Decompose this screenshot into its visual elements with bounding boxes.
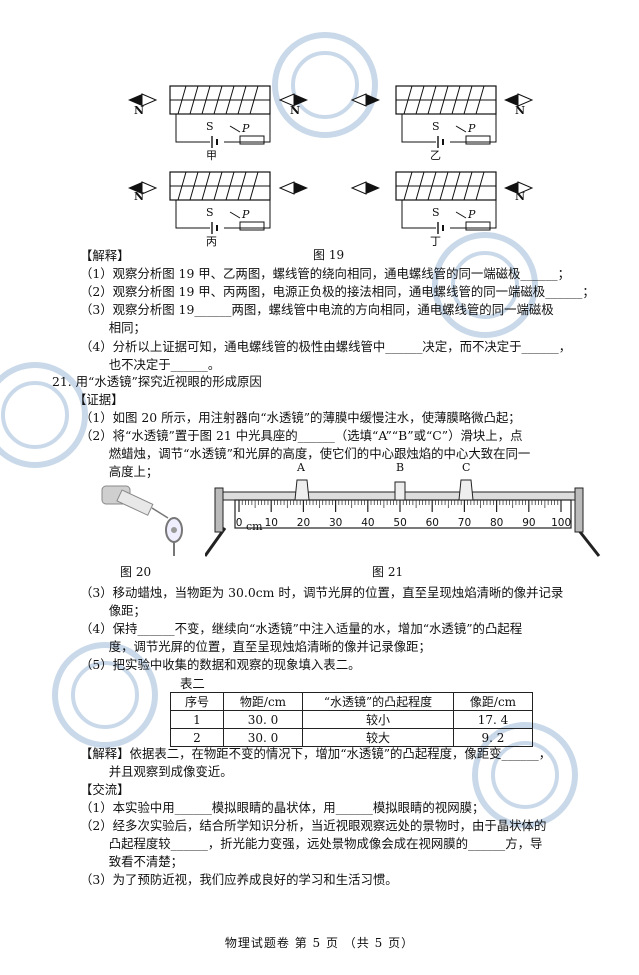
bench-tick-label: 0 bbox=[235, 517, 243, 529]
text-line: （2）将“水透镜”置于图 21 中光具座的______（选填“A”“B”或“C”… bbox=[80, 428, 523, 443]
question-title: 21. 用“水透镜”探究近视眼的形成原因 bbox=[52, 374, 262, 389]
slider-label: P bbox=[242, 208, 250, 221]
pole-label: N bbox=[134, 104, 145, 117]
text-line: 并且观察到成像变近。 bbox=[80, 764, 233, 779]
text-line: （4）保持______不变，继续向“水透镜”中注入适量的水，增加“水透镜”的凸起… bbox=[80, 621, 523, 636]
panel-label: 丁 bbox=[430, 235, 441, 248]
text-line: 也不决定于______。 bbox=[80, 357, 221, 372]
bench-tick-label: 100 bbox=[551, 517, 572, 529]
text-line: （3）移动蜡烛，当物距为 30.0cm 时，调节光屏的位置，直至呈现烛焰清晰的像… bbox=[80, 585, 564, 600]
figure-21-optical-bench bbox=[205, 479, 601, 557]
pole-label: N bbox=[515, 104, 526, 117]
text-line: （3）观察分析图 19______两图，螺线管中电流的方向相同，通电螺线管的同一… bbox=[80, 302, 554, 317]
bench-tick-label: 50 bbox=[393, 517, 407, 529]
text-line: （5）把实验中收集的数据和观察的现象填入表二。 bbox=[80, 657, 361, 672]
panel-label: 乙 bbox=[430, 149, 441, 162]
text-line: （2）经多次实验后，结合所学知识分析，当近视眼观察远处的景物时，由于晶状体的 bbox=[80, 818, 547, 833]
table-header-row: 序号 物距/cm “水透镜”的凸起程度 像距/cm bbox=[170, 692, 533, 711]
table-caption: 表二 bbox=[180, 676, 205, 691]
panel-label: 甲 bbox=[206, 149, 217, 162]
text-line: （3）为了预防近视，我们应养成良好的学习和生活习惯。 bbox=[80, 872, 398, 887]
table-header: 物距/cm bbox=[223, 692, 303, 711]
text-line: 燃蜡烛，调节“水透镜”和光屏的高度，使它们的中心跟烛焰的中心大致在同一 bbox=[80, 446, 531, 461]
text-line: （4）分析以上证据可知，通电螺线管的极性由螺线管中______决定，而不决定于_… bbox=[80, 339, 572, 354]
bench-tick-label: 10 bbox=[264, 517, 278, 529]
text-line: 度，调节光屏的位置，直至呈现烛焰清晰的像并记录像距； bbox=[80, 639, 431, 654]
slider-b-label: B bbox=[396, 461, 405, 474]
table-header: 像距/cm bbox=[453, 692, 533, 711]
bench-unit-label: cm bbox=[246, 520, 263, 533]
slider-label: P bbox=[242, 122, 250, 135]
bench-tick-label: 20 bbox=[296, 517, 311, 529]
table-cell: 较大 bbox=[302, 728, 454, 747]
table-cell: 较小 bbox=[302, 710, 454, 729]
text-line: （1）如图 20 所示，用注射器向“水透镜”的薄膜中缓慢注水，使薄膜略微凸起； bbox=[80, 410, 521, 425]
bench-tick-label: 90 bbox=[522, 517, 536, 529]
text-line: 像距； bbox=[80, 603, 146, 618]
table-cell: 2 bbox=[170, 728, 224, 747]
data-table: 序号 物距/cm “水透镜”的凸起程度 像距/cm 1 30. 0 较小 17.… bbox=[170, 692, 533, 747]
panel-label: 丙 bbox=[206, 235, 217, 248]
table-row: 2 30. 0 较大 9. 2 bbox=[170, 728, 533, 747]
slider-c-label: C bbox=[462, 461, 471, 474]
pole-label: N bbox=[134, 190, 145, 203]
figure-19 bbox=[127, 85, 533, 235]
table-row: 1 30. 0 较小 17. 4 bbox=[170, 710, 533, 729]
pole-label: N bbox=[290, 104, 301, 117]
bench-tick-label: 70 bbox=[457, 517, 472, 529]
switch-label: S bbox=[206, 120, 214, 133]
page-footer: 物理试题卷 第 5 页 （共 5 页） bbox=[224, 936, 415, 950]
text-line: 高度上； bbox=[80, 464, 159, 479]
switch-label: S bbox=[206, 206, 214, 219]
table-cell: 1 bbox=[170, 710, 224, 729]
bench-tick-label: 40 bbox=[361, 517, 375, 529]
text-line: （2）观察分析图 19 甲、丙两图，电源正负极的接法相同，通电螺线管的同一端磁极… bbox=[80, 284, 595, 299]
table-cell: 9. 2 bbox=[453, 728, 533, 747]
slider-label: P bbox=[468, 122, 476, 135]
text-line: 【解释】依据表二，在物距不变的情况下，增加“水透镜”的凸起程度，像距变_____… bbox=[80, 746, 552, 761]
figure-caption: 图 21 bbox=[372, 565, 404, 579]
figure-20-syringe bbox=[101, 485, 183, 556]
text-line: （1）观察分析图 19 甲、乙两图，螺线管的绕向相同，通电螺线管的同一端磁极__… bbox=[80, 266, 570, 281]
pole-label: N bbox=[515, 190, 526, 203]
table-header: 序号 bbox=[170, 692, 224, 711]
table-header: “水透镜”的凸起程度 bbox=[302, 692, 454, 711]
section-heading: 【交流】 bbox=[80, 782, 130, 797]
figure-caption: 图 20 bbox=[120, 565, 152, 579]
switch-label: S bbox=[432, 120, 440, 133]
bench-tick-label: 30 bbox=[329, 517, 343, 529]
table-cell: 30. 0 bbox=[223, 728, 303, 747]
section-heading: 【证据】 bbox=[74, 392, 124, 407]
figure-caption: 图 19 bbox=[313, 248, 345, 262]
text-line: （1）本实验中用______模拟眼睛的晶状体，用______模拟眼睛的视网膜； bbox=[80, 800, 485, 815]
table-cell: 17. 4 bbox=[453, 710, 533, 729]
slider-a-label: A bbox=[297, 461, 305, 474]
bench-tick-label: 80 bbox=[490, 517, 504, 529]
table-cell: 30. 0 bbox=[223, 710, 303, 729]
text-line: 相同； bbox=[80, 320, 146, 335]
section-heading: 【解释】 bbox=[80, 248, 130, 263]
slider-label: P bbox=[468, 208, 476, 221]
text-line: 凸起程度较______，折光能力变强，远处景物成像会成在视网膜的______方，… bbox=[80, 836, 543, 851]
text-line: 致看不清楚； bbox=[80, 854, 184, 869]
switch-label: S bbox=[432, 206, 440, 219]
bench-tick-label: 60 bbox=[425, 517, 439, 529]
